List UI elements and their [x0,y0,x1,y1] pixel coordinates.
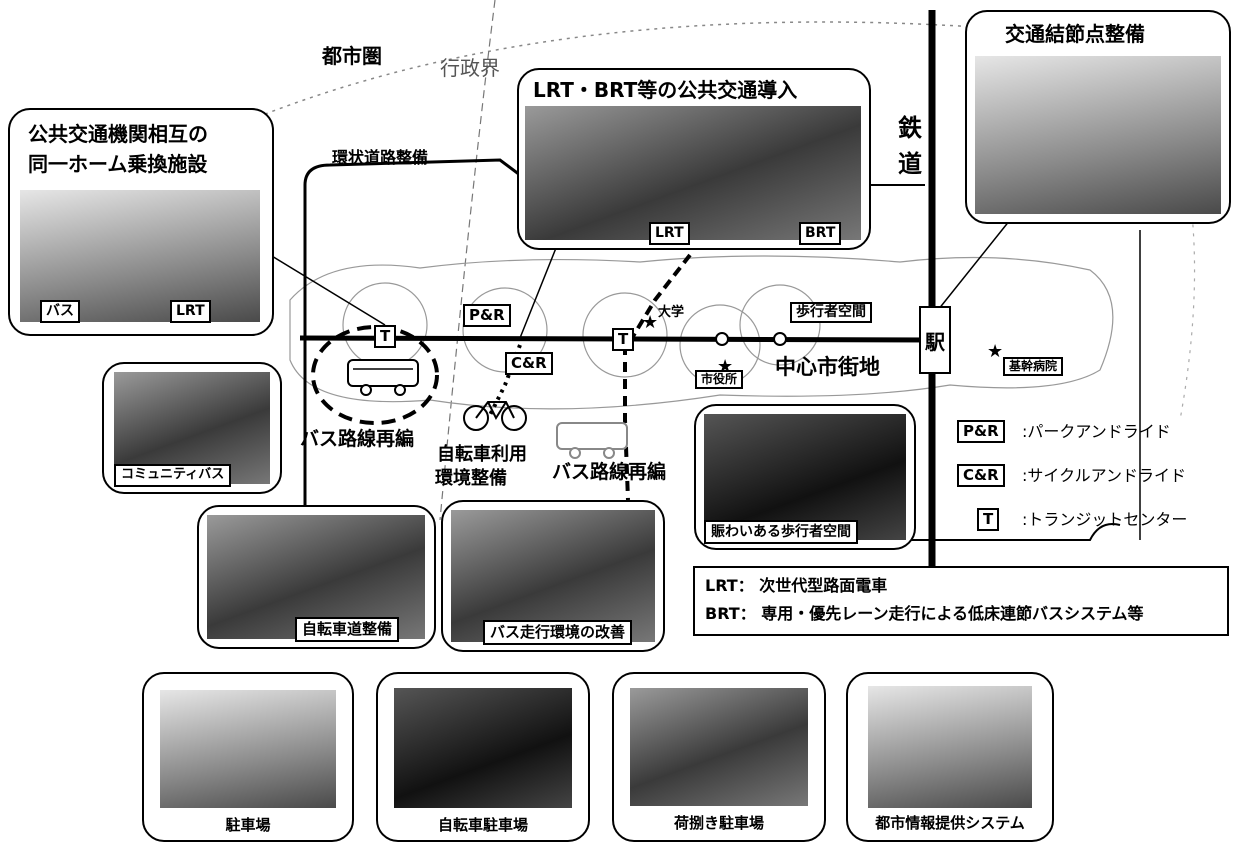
callout-transport-hub: 交通結節点整備 [965,10,1231,224]
pedestrian-photo [704,414,906,540]
station-box: 駅 [919,306,951,374]
city-hall-label: 市役所 [695,370,744,390]
admin-boundary-label: 行政界 [440,56,500,80]
university-label: 大学 [658,305,685,320]
star-icon: ★ [642,312,658,333]
callout-transfer-facility: 公共交通機関相互の 同一ホーム乗換施設 バス LRT [8,108,274,336]
bus-icon [347,359,419,396]
callout-info-system: 都市情報提供システム [846,672,1054,842]
loading-photo [630,688,808,806]
bicycle-env-label-2: 環境整備 [435,468,507,489]
callout-title: LRT・BRT等の公共交通導入 [533,78,798,102]
bus-reorg-label-left: バス路線再編 [300,428,415,450]
bike-parking-photo [394,688,572,808]
city-center-label: 中心市街地 [775,355,880,379]
callout-title: 交通結節点整備 [1005,22,1145,46]
caption: 駐車場 [225,816,271,834]
brt-definition: BRT： 専用・優先レーン走行による低床連節バスシステム等 [705,604,1144,623]
transit-center-symbol: T [612,328,635,351]
callout-title: 同一ホーム乗換施設 [28,152,208,176]
park-and-ride-symbol: P&R [463,304,511,327]
callout-community-bus: コミュニティバス [102,362,282,494]
callout-bus-environment: バス走行環境の改善 [441,500,665,652]
admin-boundary-line [439,0,496,521]
metro-area-label: 都市圏 [322,44,382,68]
railway-label-top: 鉄 [898,114,922,142]
brt-tag: BRT [799,222,842,246]
caption: 自転車道整備 [295,617,400,643]
hub-photo [975,56,1221,214]
legend-symbol: T [977,508,1000,531]
bus-reorg-label-right: バス路線再編 [552,461,667,483]
railway-label-bottom: 道 [898,150,922,178]
legend-symbol: P&R [957,420,1005,443]
caption: 自転車駐車場 [437,816,528,834]
star-icon: ★ [987,341,1003,362]
bicycle-env-label-1: 自転車利用 [437,444,527,465]
bus-icon [556,422,628,459]
pedestrian-space-label: 歩行者空間 [790,302,872,324]
lrt-tag: LRT [170,300,211,324]
callout-bike-parking: 自転車駐車場 [376,672,590,842]
callout-parking: 駐車場 [142,672,354,842]
lrt-tag: LRT [649,222,690,246]
city-center-area [289,255,1114,410]
parking-photo [160,690,336,808]
transit-center-symbol: T [374,325,397,348]
legend-text: :サイクルアンドライド [1022,466,1186,485]
callout-bike-lane: 自転車道整備 [197,505,436,649]
hospital-label: 基幹病院 [1003,357,1064,377]
caption: 都市情報提供システム [875,814,1025,832]
callout-title: 公共交通機関相互の [28,122,208,146]
lrt-definition: LRT： 次世代型路面電車 [705,576,888,595]
legend-text: :トランジットセンター [1022,510,1188,529]
caption: コミュニティバス [114,464,232,487]
definitions-box: LRT： 次世代型路面電車 BRT： 専用・優先レーン走行による低床連節バスシス… [693,566,1229,636]
caption: 賑わいある歩行者空間 [704,520,858,545]
callout-lrt-brt: LRT・BRT等の公共交通導入 LRT BRT [517,68,871,250]
caption: バス走行環境の改善 [483,620,633,646]
ring-road-line [303,158,521,505]
callout-lively-pedestrian: 賑わいある歩行者空間 [694,404,916,550]
bicycle-icon [463,401,527,431]
bus-tag: バス [40,300,80,324]
legend-symbol: C&R [957,464,1005,487]
legend-text: :パークアンドライド [1022,422,1171,441]
bus-route-loop [311,325,439,425]
lrt-brt-photo [525,106,861,240]
caption: 荷捌き駐車場 [673,814,764,832]
callout-loading-parking: 荷捌き駐車場 [612,672,826,842]
info-photo [868,686,1032,808]
ring-road-label: 環状道路整備 [332,148,429,167]
cycle-and-ride-symbol: C&R [505,352,553,375]
